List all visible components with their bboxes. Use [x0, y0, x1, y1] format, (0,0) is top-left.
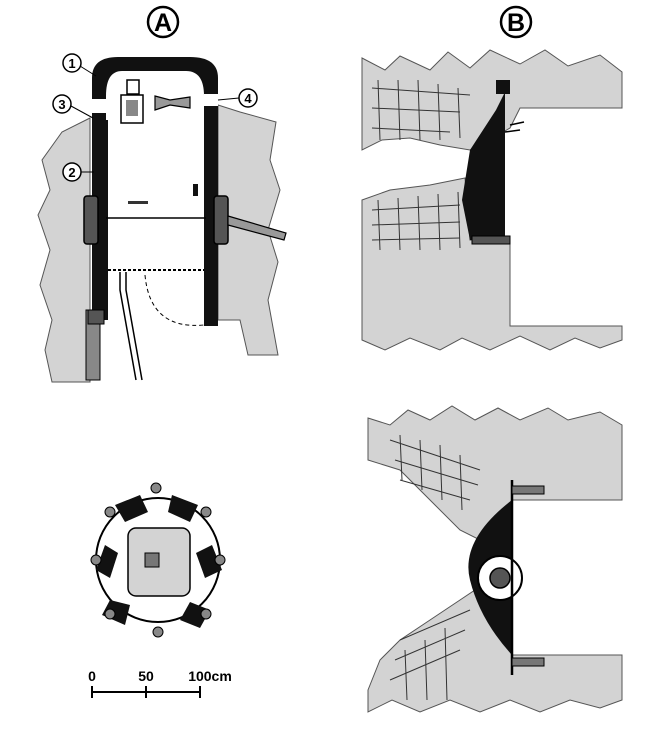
- ladder-rail-2: [125, 272, 143, 381]
- ladder-rail-1: [119, 272, 137, 381]
- rock-upper-b: [361, 49, 623, 151]
- gun-mount: [154, 95, 191, 111]
- bracket-top: [511, 485, 545, 495]
- plan-bolts: [90, 482, 226, 638]
- rock-upper-b2: [367, 405, 623, 541]
- panel-b-badge: B: [499, 5, 533, 39]
- rock-mass-left: [37, 117, 91, 383]
- panel-a-label: A: [154, 9, 172, 37]
- bracket-bottom: [511, 657, 545, 667]
- periscope-head: [126, 79, 140, 95]
- panel-b-label: B: [507, 9, 525, 37]
- scale-tick-100: 100cm: [188, 668, 232, 684]
- turret-gun-b: [504, 121, 525, 133]
- rebar-grid-top: [371, 79, 471, 251]
- scale-tick-0: 0: [88, 668, 96, 684]
- panel-a-badge: A: [146, 5, 180, 39]
- rebar-grid-bottom: [389, 434, 481, 701]
- callout-4: 4: [217, 88, 258, 108]
- shaft-wall-left: [92, 120, 108, 320]
- vent-pipe: [227, 215, 287, 241]
- embrasure-left: [92, 99, 106, 113]
- svg-text:3: 3: [58, 97, 65, 112]
- turret-plan: [90, 482, 226, 638]
- svg-text:2: 2: [68, 165, 75, 180]
- embrasure-right: [204, 94, 218, 106]
- turret-hub: [489, 567, 511, 589]
- callout-2: 2: [62, 162, 94, 182]
- svg-text:4: 4: [244, 91, 252, 106]
- rock-lower-b2: [367, 589, 623, 713]
- turret-profile-b: [462, 92, 505, 240]
- scale-bar: 0 50 100cm: [88, 668, 232, 698]
- turret-dome: [92, 57, 218, 326]
- hatch-swing-arc: [144, 274, 205, 326]
- callout-1: 1: [62, 53, 97, 77]
- turret-cap-b: [496, 80, 510, 94]
- valve-handle: [193, 184, 198, 196]
- section-view-a: 1 2 3 4: [37, 53, 287, 383]
- callout-3: 3: [52, 94, 94, 119]
- hatch-slot: [128, 201, 148, 204]
- plan-hatch-detail: [144, 552, 160, 568]
- duct-cap: [87, 309, 105, 325]
- plan-view-b-bottom: [367, 405, 623, 713]
- flange-right: [213, 195, 229, 245]
- plan-lugs: [96, 495, 222, 628]
- section-view-b-top: [361, 49, 623, 351]
- base-plate-b: [471, 235, 511, 245]
- scale-tick-50: 50: [138, 668, 154, 684]
- svg-text:1: 1: [68, 56, 75, 71]
- periscope-inner: [126, 100, 138, 116]
- flange-left: [83, 195, 99, 245]
